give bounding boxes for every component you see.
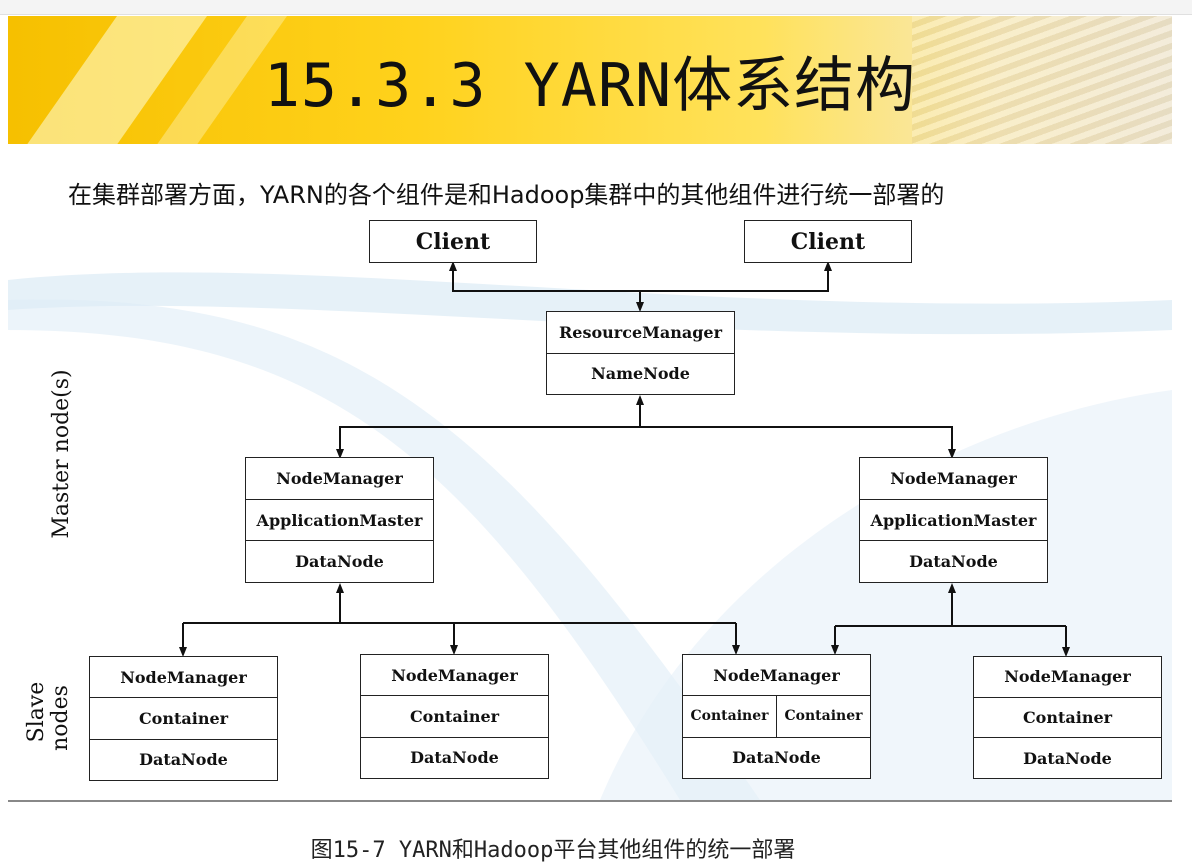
window-top-strip	[0, 0, 1192, 15]
slave-node-box-1: NodeManager Container DataNode	[89, 656, 278, 781]
master-node-box-right: NodeManager ApplicationMaster DataNode	[859, 457, 1048, 583]
resource-manager-label: ResourceManager	[558, 322, 722, 342]
nodemanager-label: NodeManager	[890, 468, 1017, 488]
keyboard-image	[912, 16, 1172, 144]
datanode-label: DataNode	[974, 737, 1161, 778]
datanode-label: DataNode	[90, 738, 277, 780]
nodemanager-label: NodeManager	[120, 667, 247, 687]
container-label: Container	[690, 708, 769, 725]
nodemanager-label: NodeManager	[713, 665, 840, 685]
container-row: Container Container	[683, 695, 870, 737]
slave-node-box-3: NodeManager Container Container DataNode	[682, 654, 871, 779]
client-box-right: Client	[744, 220, 912, 263]
master-nodes-label: Master node(s)	[49, 369, 74, 539]
container-label: Container	[776, 696, 870, 737]
master-node-box-left: NodeManager ApplicationMaster DataNode	[245, 457, 434, 583]
application-master-label: ApplicationMaster	[246, 498, 433, 541]
datanode-label: DataNode	[860, 540, 1047, 582]
slide-title: 15.3.3 YARN体系结构	[263, 50, 917, 121]
resource-manager-box: ResourceManager NameNode	[546, 311, 735, 395]
figure-caption: 图15-7 YARN和Hadoop平台其他组件的统一部署	[310, 838, 796, 863]
divider-line	[8, 800, 1172, 802]
container-label: Container	[90, 697, 277, 738]
nodemanager-label: NodeManager	[391, 665, 518, 685]
application-master-label: ApplicationMaster	[860, 498, 1047, 541]
namenode-label: NameNode	[547, 352, 734, 395]
nodemanager-label: NodeManager	[276, 468, 403, 488]
client-box-left: Client	[369, 220, 537, 263]
slide-subtitle: 在集群部署方面，YARN的各个组件是和Hadoop集群中的其他组件进行统一部署的	[68, 181, 945, 209]
slave-node-box-4: NodeManager Container DataNode	[973, 656, 1162, 779]
slave-label-line2: nodes	[48, 685, 73, 751]
nodemanager-label: NodeManager	[1004, 667, 1131, 687]
datanode-label: DataNode	[683, 736, 870, 778]
container-label: Container	[974, 696, 1161, 738]
datanode-label: DataNode	[361, 736, 548, 778]
container-label: Container	[361, 695, 548, 736]
datanode-label: DataNode	[246, 540, 433, 582]
master-bus-line	[339, 426, 953, 452]
title-banner	[8, 16, 1172, 144]
client-bus-line	[452, 268, 829, 292]
slave-node-box-2: NodeManager Container DataNode	[360, 654, 549, 779]
